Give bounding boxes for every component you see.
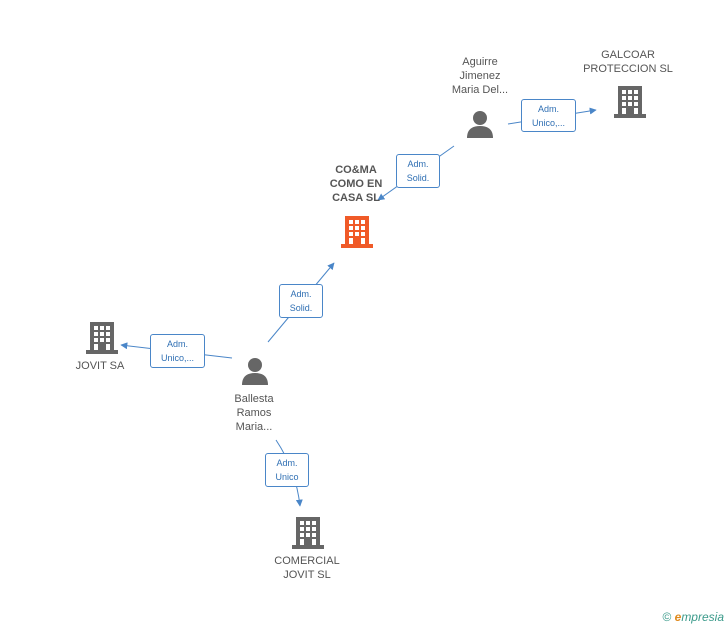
company-comercial-jovit-label[interactable]: COMERCIAL JOVIT SL [274,555,340,581]
brand-footer: © empresia [662,610,724,624]
relation-aguirre-galcoar[interactable]: Adm. Unico,... [521,99,576,132]
relation-role: Adm. [290,289,312,299]
relation-role: Adm. [537,104,559,114]
relation-aguirre-coma[interactable]: Adm. Solid. [396,154,440,188]
company-jovit-sa-label[interactable]: JOVIT SA [75,360,125,372]
person-icon[interactable] [466,110,494,138]
person-icon[interactable] [241,357,269,385]
relation-role: Adm. [407,159,429,169]
relation-detail: Solid. [289,303,313,313]
relation-ballesta-coma[interactable]: Adm. Solid. [279,284,323,318]
company-coma-label[interactable]: CO&MA COMO EN CASA SL [329,164,383,204]
relation-detail: Unico,... [531,118,565,128]
copyright-icon: © [662,610,672,624]
relation-detail: Unico [275,472,299,482]
relation-ballesta-jovit[interactable]: Adm. Unico,... [150,334,205,368]
building-icon[interactable] [614,84,646,118]
relation-role: Adm. [166,339,188,349]
relation-ballesta-comercial[interactable]: Adm. Unico [265,453,309,487]
building-icon[interactable] [341,214,373,248]
relation-detail: Unico,... [160,353,194,363]
relation-role: Adm. [276,458,298,468]
building-icon[interactable] [292,515,324,549]
relation-detail: Solid. [406,173,430,183]
company-galcoar-label[interactable]: GALCOAR PROTECCION SL [583,49,673,75]
person-ballesta-label[interactable]: Ballesta Ramos Maria... [234,393,274,433]
brand-logo: empresia [674,610,724,624]
building-icon[interactable] [86,320,118,354]
person-aguirre-label[interactable]: Aguirre Jimenez Maria Del... [451,56,509,96]
